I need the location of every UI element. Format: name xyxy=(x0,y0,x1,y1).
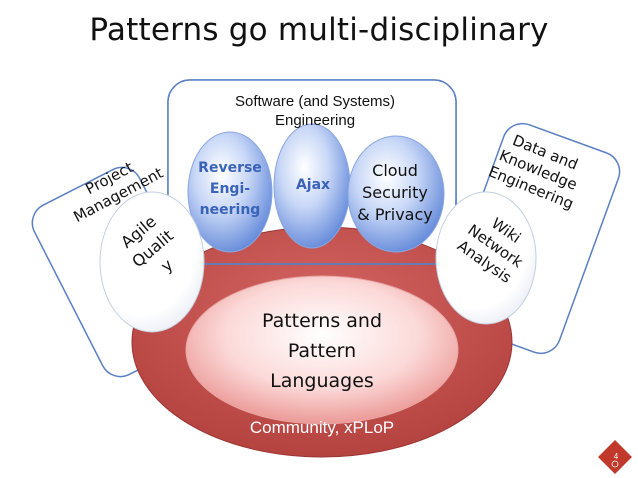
community-label: Community, xPLoP xyxy=(249,418,395,437)
patterns-core-ellipse xyxy=(185,275,459,425)
agile-quality-bubble xyxy=(99,191,205,333)
cloud-security-bubble xyxy=(347,135,445,253)
reverse-engineering-bubble xyxy=(187,131,273,253)
slide-title: Patterns go multi-disciplinary xyxy=(89,12,549,48)
page-number-badge xyxy=(598,440,632,474)
cloud-security-label: Cloud Security & Privacy xyxy=(357,161,433,224)
page-number: 4 xyxy=(613,452,619,461)
reverse-engineering-label: Reverse Engi- neering xyxy=(198,160,262,218)
software-engineering-label: Software (and Systems) Engineering xyxy=(234,93,396,129)
patterns-core-label: Patterns and Pattern Languages xyxy=(261,310,383,392)
wiki-network-bubble xyxy=(435,191,537,325)
seal-icon xyxy=(611,460,619,468)
ajax-label: Ajax xyxy=(295,177,331,193)
